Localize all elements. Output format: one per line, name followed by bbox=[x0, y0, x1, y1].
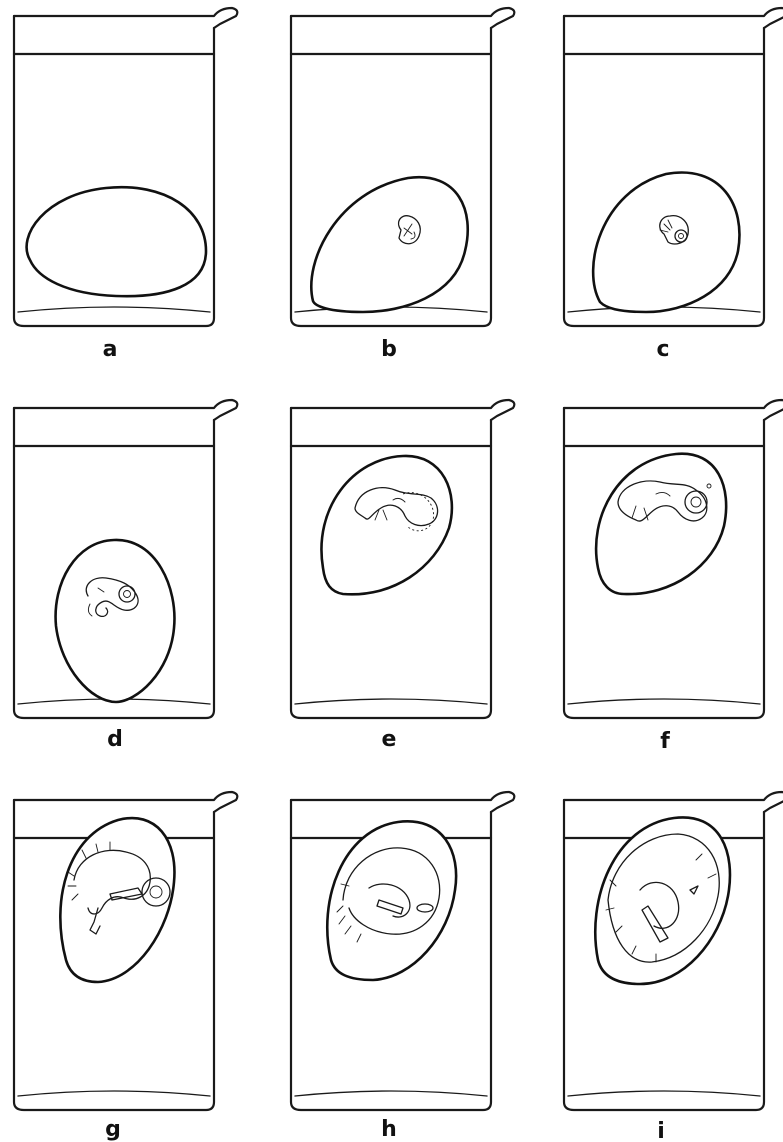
egg-c bbox=[593, 173, 739, 312]
panel-f: f bbox=[564, 400, 783, 754]
beaker-e bbox=[291, 400, 514, 718]
egg-f bbox=[596, 454, 726, 594]
panel-label-h: h bbox=[381, 1117, 397, 1142]
egg-a bbox=[27, 187, 206, 296]
panel-d: d bbox=[14, 400, 237, 752]
panel-a: a bbox=[14, 8, 237, 362]
panel-label-e: e bbox=[382, 727, 397, 752]
egg-b bbox=[311, 177, 467, 312]
panel-e: e bbox=[291, 400, 514, 752]
panel-label-f: f bbox=[660, 729, 670, 754]
panel-h: h bbox=[291, 792, 514, 1142]
beaker-f bbox=[564, 400, 783, 718]
panel-label-i: i bbox=[657, 1119, 665, 1142]
panel-g: g bbox=[14, 792, 237, 1142]
beaker-b bbox=[291, 8, 514, 326]
panel-b: b bbox=[291, 8, 514, 362]
panel-label-d: d bbox=[107, 727, 123, 752]
egg-h bbox=[327, 821, 456, 980]
egg-i bbox=[595, 817, 730, 984]
egg-e bbox=[321, 456, 451, 594]
egg-g bbox=[60, 818, 174, 982]
panel-label-g: g bbox=[105, 1117, 121, 1142]
panel-c: c bbox=[564, 8, 783, 362]
beaker-g bbox=[14, 792, 237, 1110]
panel-label-b: b bbox=[381, 337, 397, 362]
egg-d bbox=[56, 540, 175, 702]
beaker-h bbox=[291, 792, 514, 1110]
beaker-d bbox=[14, 400, 237, 718]
beaker-a bbox=[14, 8, 237, 326]
panel-label-a: a bbox=[103, 337, 118, 362]
beaker-i bbox=[564, 792, 783, 1110]
beaker-c bbox=[564, 8, 783, 326]
panel-i: i bbox=[564, 792, 783, 1142]
panel-label-c: c bbox=[656, 337, 669, 362]
